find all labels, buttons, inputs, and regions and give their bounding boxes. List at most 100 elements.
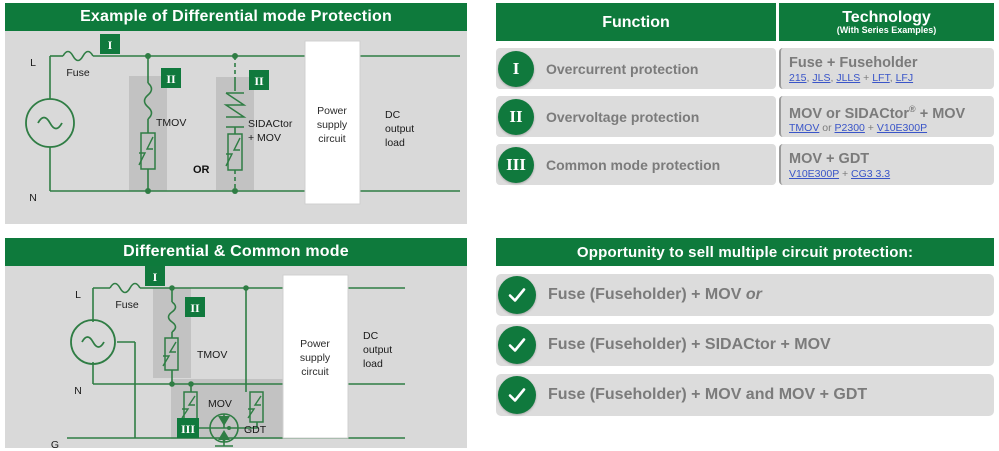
junction-dot — [145, 53, 151, 59]
badge-II-a-label: II — [166, 72, 176, 86]
label2-dc2: output — [363, 344, 392, 356]
diagram1-title-bar: Example of Differential mode Protection — [5, 3, 467, 31]
opportunity-panel: Opportunity to sell multiple circuit pro… — [496, 238, 994, 416]
label-tmov: TMOV — [156, 117, 186, 129]
label2-L: L — [75, 289, 81, 301]
junction-dot — [243, 285, 249, 291]
badge2-II: II — [185, 297, 205, 317]
junction-dot — [169, 285, 175, 291]
technology-main: Fuse + Fuseholder — [789, 55, 918, 71]
opportunity-title: Opportunity to sell multiple circuit pro… — [576, 243, 914, 261]
technology-main: MOV + GDT — [789, 151, 870, 167]
psu-line3: circuit — [318, 133, 346, 145]
label-fuse: Fuse — [66, 67, 90, 79]
diagram1-title: Example of Differential mode Protection — [80, 8, 392, 25]
series-link[interactable]: CG3 3.3 — [851, 168, 891, 180]
technology-series-links[interactable]: 215, JLS, JLLS + LFT, LFJ — [789, 72, 994, 85]
series-link[interactable]: V10E300P — [789, 168, 840, 180]
label-N: N — [29, 192, 37, 204]
ac-source-icon — [25, 98, 75, 148]
opportunity-item: Fuse (Fuseholder) + MOV and MOV + GDT — [496, 374, 994, 416]
opportunity-title-bar: Opportunity to sell multiple circuit pro… — [496, 238, 994, 266]
badge-II-b-label: II — [254, 74, 264, 88]
series-separator: + — [839, 168, 851, 180]
check-icon — [498, 326, 536, 364]
psu-line1: Power — [317, 105, 347, 117]
technology-series-links[interactable]: V10E300P + CG3 3.3 — [789, 168, 994, 181]
power-supply-box — [304, 40, 361, 205]
mov-right-symbol — [247, 391, 264, 423]
badge-II-a: II — [161, 68, 181, 88]
opportunity-text: Fuse (Fuseholder) + MOV — [548, 286, 746, 303]
function-label: Overvoltage protection — [546, 108, 700, 125]
psu-line2: supply — [317, 119, 348, 131]
junction-dot — [188, 381, 194, 387]
series-link[interactable]: LFJ — [895, 72, 914, 84]
row-technology-cell: Fuse + Fuseholder 215, JLS, JLLS + LFT, … — [779, 48, 994, 89]
diagram1-canvas: Power supply circuit L N Fuse TMOV SIDAC… — [5, 31, 467, 224]
label2-gdt: GDT — [244, 424, 267, 436]
function-technology-table: Function Technology (With Series Example… — [496, 3, 994, 185]
diagram2-canvas: Power supply circuit L N G Fuse TMOV MOV… — [5, 266, 467, 448]
series-link[interactable]: 215 — [789, 72, 807, 84]
label-dc1: DC — [385, 109, 401, 121]
junction-dot — [221, 435, 227, 441]
ac-source-icon-2 — [70, 319, 116, 365]
check-icon — [498, 376, 536, 414]
technology-header-sub: (With Series Examples) — [836, 25, 937, 35]
series-link[interactable]: TMOV — [789, 122, 820, 135]
label-sidactor-mov: + MOV — [248, 132, 281, 144]
diagram2-title-bar: Differential & Common mode — [5, 238, 467, 266]
registered-mark: ® — [909, 103, 916, 114]
technology-main-text: MOV or SIDACtor — [789, 105, 910, 122]
check-icon — [498, 276, 536, 314]
badge2-III-label: III — [181, 422, 195, 436]
psu2-line2: supply — [300, 352, 331, 364]
series-separator: , — [889, 72, 896, 84]
function-label: Common mode protection — [546, 156, 721, 173]
series-link[interactable]: P2300 — [834, 122, 865, 135]
function-label: Overcurrent protection — [546, 60, 699, 77]
row-function-cell: II Overvoltage protection — [496, 96, 776, 137]
badge-II-b: II — [249, 70, 269, 90]
label-sidactor: SIDACtor — [248, 118, 293, 130]
series-separator: , — [830, 72, 837, 84]
badge-I: I — [100, 34, 120, 54]
power-supply-box-2 — [282, 274, 349, 439]
row-technology-cell: MOV or SIDACtor® + MOV TMOV or P2300 + V… — [779, 96, 994, 137]
label2-tmov: TMOV — [197, 349, 227, 361]
opportunity-label: Fuse (Fuseholder) + MOV or — [548, 286, 762, 304]
series-link[interactable]: V10E300P — [876, 122, 928, 135]
junction-dot — [232, 188, 238, 194]
opportunity-text: Fuse (Fuseholder) + MOV and MOV + GDT — [548, 386, 868, 403]
technology-main: MOV or SIDACtor® + MOV — [789, 101, 994, 123]
label-dc3: load — [385, 137, 405, 149]
series-separator: or — [819, 122, 835, 135]
series-link[interactable]: JLLS — [836, 72, 861, 84]
tmov-symbol — [138, 132, 156, 170]
common-mode-panel: Differential & Common mode — [5, 238, 467, 448]
badge2-I: I — [145, 266, 165, 286]
technology-series-links[interactable]: TMOV or P2300 + V10E300P — [789, 122, 994, 135]
numeral-badge-icon: II — [498, 98, 534, 135]
series-link[interactable]: LFT — [872, 72, 890, 84]
psu2-line3: circuit — [301, 366, 329, 378]
series-separator: + — [860, 72, 873, 84]
function-header-label: Function — [602, 13, 670, 31]
opportunity-text: Fuse (Fuseholder) + SIDACtor + MOV — [548, 336, 831, 353]
badge-I-label: I — [108, 38, 113, 52]
technology-main-tail: + MOV — [915, 105, 966, 122]
numeral-badge-icon: III — [498, 146, 534, 183]
opportunity-emphasis: or — [745, 286, 762, 303]
series-separator: , — [806, 72, 813, 84]
opportunity-label: Fuse (Fuseholder) + MOV and MOV + GDT — [548, 386, 867, 404]
numeral-badge-icon: I — [498, 50, 534, 87]
opportunity-item: Fuse (Fuseholder) + SIDACtor + MOV — [496, 324, 994, 366]
series-link[interactable]: JLS — [812, 72, 831, 84]
psu2-line1: Power — [300, 338, 330, 350]
label2-dc1: DC — [363, 330, 379, 342]
row-technology-cell: MOV + GDT V10E300P + CG3 3.3 — [779, 144, 994, 185]
badge2-III: III — [177, 418, 199, 438]
junction-dot — [169, 381, 175, 387]
junction-dot — [232, 53, 238, 59]
